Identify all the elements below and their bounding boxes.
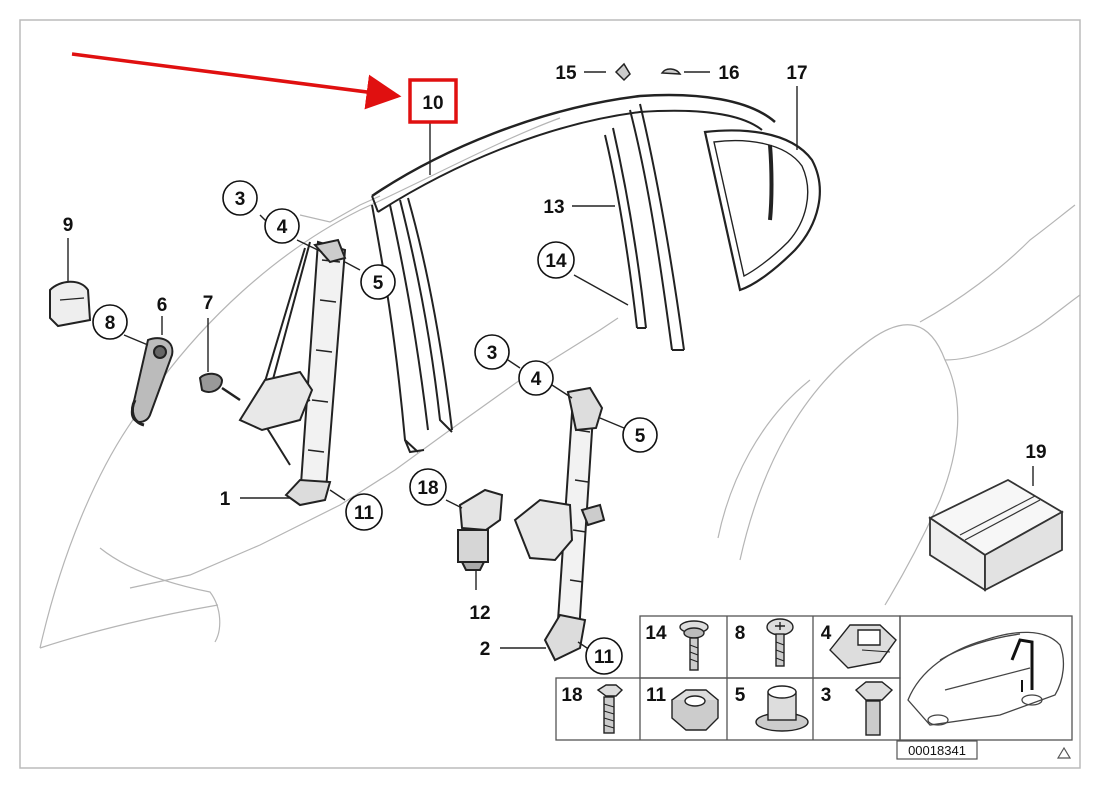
callout-label: 14 bbox=[545, 251, 567, 272]
hex-nut-icon bbox=[670, 689, 719, 731]
diagram-id: 00018341 bbox=[908, 743, 966, 758]
callout-circle bbox=[518, 360, 554, 396]
grid-label-bushing: 5 bbox=[735, 685, 746, 706]
callout-circle bbox=[537, 241, 575, 279]
callout-label: 2 bbox=[480, 639, 491, 660]
callout-c16: 16 bbox=[718, 63, 739, 84]
callout-c14: 14 bbox=[537, 241, 575, 279]
front-window-regulator bbox=[238, 238, 347, 507]
bushing-icon bbox=[755, 685, 809, 732]
callout-c5b: 5 bbox=[622, 417, 658, 453]
diagram-id-box bbox=[896, 740, 978, 760]
callout-c11a: 11 bbox=[345, 493, 383, 531]
grid-label-hex-nut: 11 bbox=[646, 685, 667, 706]
callout-circle bbox=[622, 417, 658, 453]
callout-circle bbox=[345, 493, 383, 531]
callout-c9: 9 bbox=[63, 215, 74, 236]
callout-label: 8 bbox=[105, 313, 116, 334]
callout-c10: 10 bbox=[408, 78, 458, 124]
callout-circle bbox=[360, 264, 396, 300]
window-channel-seal bbox=[371, 93, 776, 454]
callout-c6: 6 bbox=[157, 295, 168, 316]
callout-c19: 19 bbox=[1025, 442, 1046, 463]
callout-label: 3 bbox=[235, 189, 246, 210]
diagram-frame bbox=[19, 19, 1081, 769]
leader-lines bbox=[67, 71, 1034, 651]
grid-label-collar-screw: 14 bbox=[645, 623, 667, 644]
callout-label: 1 bbox=[220, 489, 231, 510]
callout-label: 16 bbox=[718, 63, 739, 84]
callout-c18: 18 bbox=[409, 468, 447, 506]
crank-handle bbox=[49, 280, 241, 427]
torx-screw-icon bbox=[766, 618, 794, 667]
callout-label: 11 bbox=[354, 503, 375, 524]
callout-c7: 7 bbox=[203, 293, 214, 314]
fastener-parts-grid bbox=[555, 615, 1073, 741]
callout-label: 5 bbox=[373, 273, 384, 294]
callout-label: 15 bbox=[555, 63, 577, 84]
callout-label: 6 bbox=[157, 295, 168, 316]
callout-c2: 2 bbox=[480, 639, 491, 660]
callout-c8: 8 bbox=[92, 304, 128, 340]
window-guide-rails bbox=[604, 103, 685, 351]
rear-window-regulator bbox=[513, 386, 606, 662]
trim-clips bbox=[614, 62, 682, 82]
callout-circle bbox=[585, 637, 623, 675]
collar-screw-icon bbox=[679, 620, 709, 671]
highlight-arrow bbox=[71, 52, 402, 110]
car-body-outline bbox=[39, 117, 1081, 649]
callout-label: 11 bbox=[594, 647, 615, 668]
grid-label-torx-screw: 8 bbox=[735, 623, 746, 644]
callout-label: 18 bbox=[417, 478, 438, 499]
clip-nut-icon bbox=[829, 624, 897, 669]
warning-triangle-icon bbox=[1056, 746, 1072, 759]
callout-label: 5 bbox=[635, 426, 646, 447]
callout-c17: 17 bbox=[786, 63, 807, 84]
callout-c1: 1 bbox=[220, 489, 231, 510]
callout-c11b: 11 bbox=[585, 637, 623, 675]
fastener-icons bbox=[596, 618, 1065, 736]
grid-label-hex-screw: 18 bbox=[561, 685, 582, 706]
callout-label: 19 bbox=[1025, 442, 1046, 463]
grid-label-clip-nut: 4 bbox=[821, 623, 832, 644]
callout-circle bbox=[409, 468, 447, 506]
callout-label: 12 bbox=[469, 603, 490, 624]
hex-bolt-icon bbox=[854, 681, 894, 736]
grid-label-hex-bolt: 3 bbox=[821, 685, 832, 706]
callout-c4a: 4 bbox=[264, 208, 300, 244]
car-location-icon bbox=[907, 631, 1065, 726]
callout-c5a: 5 bbox=[360, 264, 396, 300]
callout-c12: 12 bbox=[469, 603, 490, 624]
callout-label: 17 bbox=[786, 63, 807, 84]
window-motor bbox=[457, 488, 504, 571]
callout-circle bbox=[92, 304, 128, 340]
parts-box bbox=[928, 478, 1064, 592]
callout-label: 13 bbox=[543, 197, 564, 218]
callout-label: 7 bbox=[203, 293, 214, 314]
callout-circle bbox=[264, 208, 300, 244]
callout-c15: 15 bbox=[555, 63, 577, 84]
parts-grid-labels: 14 8 4 18 11 5 3 bbox=[561, 623, 831, 706]
callout-c3b: 3 bbox=[474, 334, 510, 370]
callout-c13: 13 bbox=[543, 197, 564, 218]
callout-c4b: 4 bbox=[518, 360, 554, 396]
hex-screw-icon bbox=[596, 684, 624, 734]
callout-circle bbox=[474, 334, 510, 370]
quarter-glass bbox=[703, 129, 821, 292]
callout-c3a: 3 bbox=[222, 180, 258, 216]
callout-circle bbox=[222, 180, 258, 216]
callout-label: 10 bbox=[422, 93, 443, 114]
callout-label: 3 bbox=[487, 343, 498, 364]
callout-label: 4 bbox=[531, 369, 542, 390]
callout-label: 9 bbox=[63, 215, 74, 236]
highlight-box bbox=[408, 78, 458, 124]
callout-label: 4 bbox=[277, 217, 288, 238]
